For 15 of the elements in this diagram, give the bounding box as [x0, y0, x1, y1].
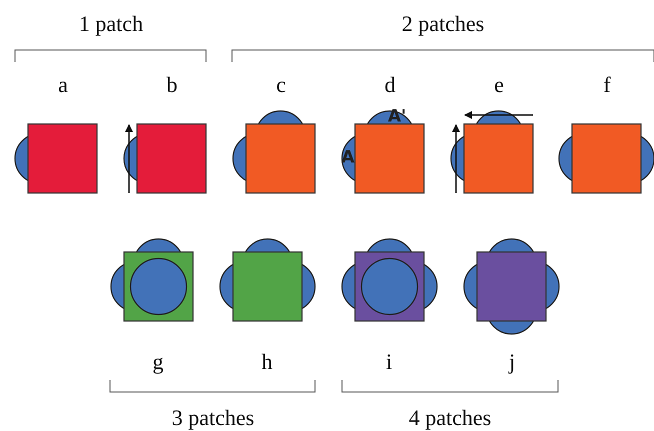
group-label: 1 patch: [78, 13, 144, 35]
group-label: 2 patches: [402, 13, 484, 35]
point-label: A': [388, 108, 406, 126]
panel-label: a: [58, 74, 68, 96]
group-label: 3 patches: [172, 407, 254, 429]
panel-label: d: [384, 74, 396, 96]
group-label: 4 patches: [408, 407, 492, 429]
panel-label: f: [603, 74, 611, 96]
panel-label: b: [166, 74, 178, 96]
panel-label: g: [152, 351, 164, 373]
panel-label: c: [276, 74, 286, 96]
panel-label: j: [508, 351, 516, 373]
panel-label: i: [386, 351, 392, 373]
panel-label: h: [262, 351, 272, 373]
panel-label: e: [494, 74, 504, 96]
